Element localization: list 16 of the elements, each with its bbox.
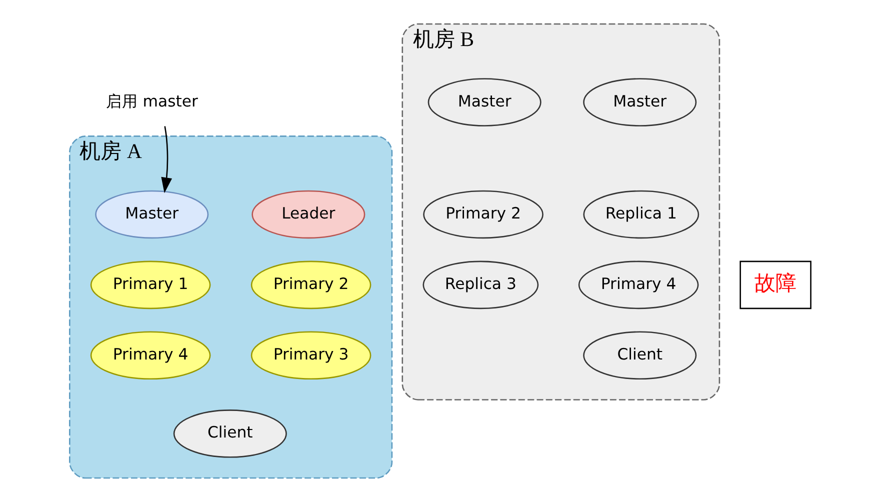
node-ellipse: Client — [583, 331, 697, 380]
node-ellipse: Leader — [252, 190, 366, 239]
node-ellipse: Primary 3 — [250, 331, 372, 380]
node-box: 故障 — [740, 260, 812, 310]
node-ellipse: Master — [428, 78, 542, 126]
node-ellipse: Master — [583, 78, 697, 126]
node-ellipse: Primary 1 — [90, 260, 211, 310]
node-ellipse: Primary 4 — [578, 260, 699, 310]
node-ellipse: Primary 2 — [423, 190, 544, 239]
node-ellipse: Primary 2 — [250, 260, 372, 310]
node-ellipse: Client — [173, 410, 287, 458]
node-text: 启用 master — [106, 91, 198, 110]
node-ellipse: Replica 1 — [583, 190, 700, 239]
node-ellipse: Primary 4 — [90, 331, 211, 380]
node-ellipse: Replica 3 — [422, 260, 539, 310]
node-ellipse: Master — [95, 190, 209, 239]
